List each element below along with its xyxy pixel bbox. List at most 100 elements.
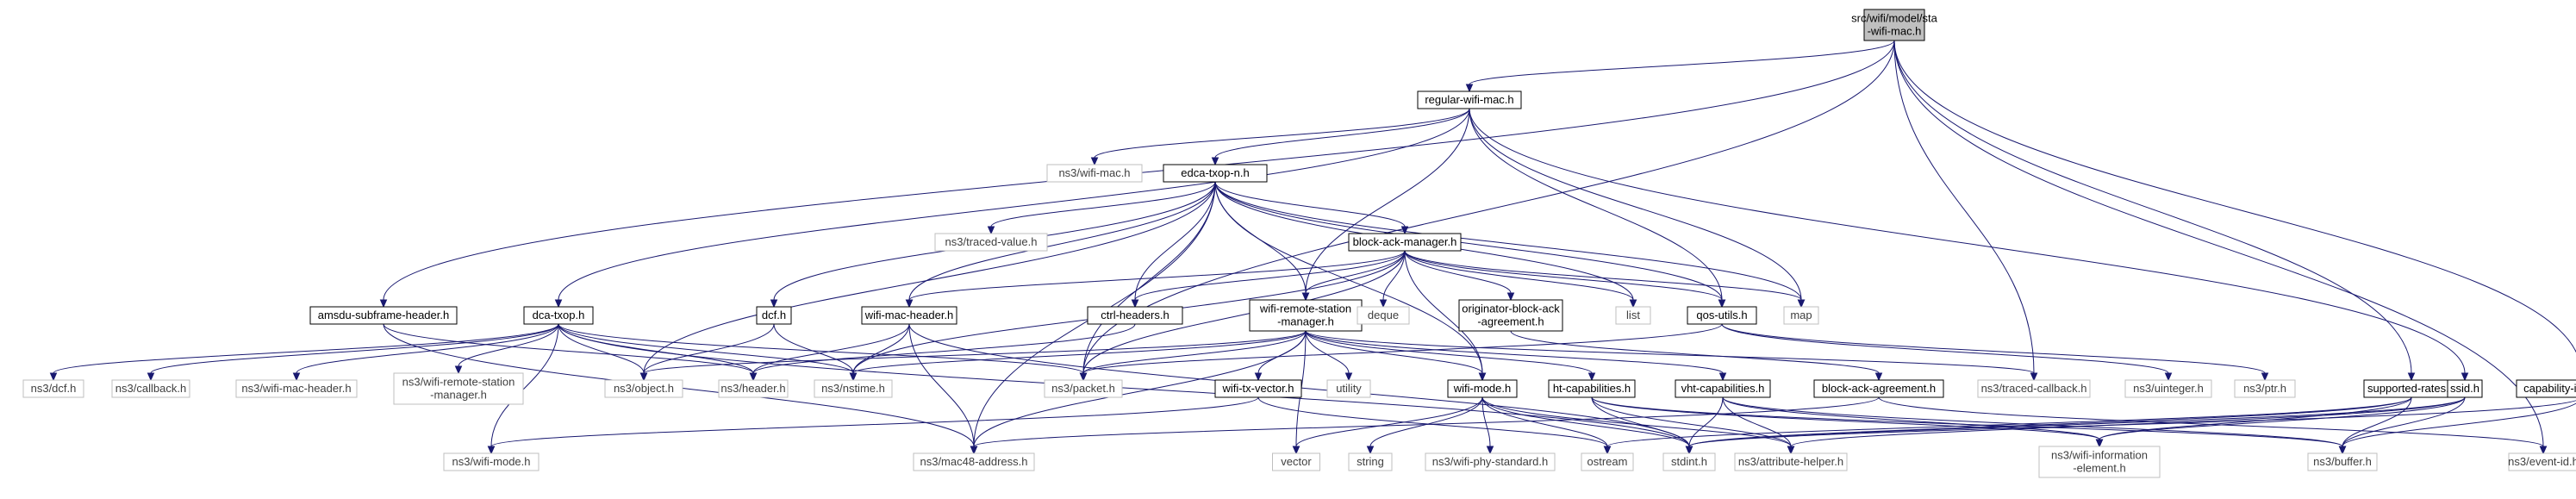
- edge-line: [458, 323, 559, 367]
- edge-line: [1591, 396, 1690, 447]
- node-ns3wrsm: ns3/wifi-remote-station-manager.h: [393, 372, 524, 405]
- node-box: [1813, 379, 1944, 398]
- node-packet: ns3/packet.h: [1044, 379, 1123, 398]
- edge-line: [1382, 250, 1406, 301]
- arrowhead: [2461, 372, 2469, 382]
- edge-wifimode-to-wps: [1481, 396, 1494, 455]
- node-map: map: [1783, 306, 1819, 325]
- node-box: [1675, 379, 1771, 398]
- edge-line: [1082, 181, 1216, 374]
- edge-line: [1722, 396, 1792, 447]
- arrowhead: [639, 372, 648, 382]
- edge-line: [383, 323, 754, 374]
- node-wifimode[interactable]: wifi-mode.h: [1447, 379, 1518, 398]
- node-box: [1357, 306, 1410, 325]
- edge-dcatxop-to-ns3wmh: [292, 323, 559, 382]
- edge-line: [1893, 40, 2035, 374]
- node-root[interactable]: src/wifi/model/sta-wifi-mac.h: [1851, 9, 1938, 41]
- edge-line: [1893, 40, 2576, 354]
- node-ns3wmh: ns3/wifi-mac-header.h: [235, 379, 358, 398]
- edge-line: [2342, 396, 2412, 447]
- edge-line: [973, 396, 1880, 447]
- arrowhead: [1090, 157, 1099, 166]
- node-box: [1687, 306, 1757, 325]
- node-label: string: [1357, 455, 1384, 468]
- node-label: supported-rates.h: [2367, 382, 2455, 395]
- node-wmh[interactable]: wifi-mac-header.h: [861, 306, 957, 325]
- node-wie: ns3/wifi-information-element.h: [2038, 446, 2161, 478]
- edge-edca-to-qos: [1214, 181, 1726, 309]
- node-label: deque: [1368, 309, 1399, 321]
- edge-line: [908, 250, 1406, 301]
- edge-line: [1214, 181, 1802, 301]
- edge-line: [643, 181, 1216, 374]
- node-wtv[interactable]: wifi-tx-vector.h: [1214, 379, 1302, 398]
- node-capinfo[interactable]: capability-information.h: [2516, 379, 2576, 398]
- edge-bam-to-wrsm: [1301, 250, 1406, 302]
- node-box: [1734, 452, 1848, 471]
- node-box: [2447, 379, 2483, 398]
- node-label: ns3/traced-callback.h: [1981, 382, 2087, 395]
- edge-root-to-suprates: [1893, 40, 2416, 382]
- node-box: [2038, 446, 2161, 478]
- node-label: vector: [1281, 455, 1312, 468]
- node-dcatxop[interactable]: dca-txop.h: [523, 306, 594, 325]
- edge-ssid-to-wie: [2095, 396, 2466, 448]
- edge-line: [2342, 402, 2576, 447]
- node-regular[interactable]: regular-wifi-mac.h: [1417, 90, 1522, 109]
- node-dcf[interactable]: dcf.h: [756, 306, 792, 325]
- arrowhead: [770, 299, 778, 309]
- edge-line: [990, 181, 1216, 228]
- edge-line: [558, 323, 854, 374]
- edge-dcatxop-to-ns3dcf: [49, 323, 559, 382]
- node-label: ns3/wifi-information: [2051, 449, 2148, 462]
- node-label: wifi-mode.h: [1453, 382, 1511, 395]
- node-box: [22, 379, 84, 398]
- node-amsdu[interactable]: amsdu-subframe-header.h: [309, 306, 458, 325]
- arrowhead: [2539, 446, 2548, 455]
- node-wrsm[interactable]: wifi-remote-station-manager.h: [1249, 299, 1363, 332]
- node-oba[interactable]: originator-block-ack-agreement.h: [1458, 299, 1563, 332]
- node-label: vht-capabilities.h: [1681, 382, 1765, 395]
- node-label: utility: [1336, 382, 1362, 395]
- edge-wrsm-to-htcap: [1305, 330, 1596, 382]
- node-label: src/wifi/model/sta: [1851, 12, 1937, 25]
- edge-htcap-to-wie: [1591, 396, 2104, 448]
- edge-line: [908, 323, 975, 447]
- node-ctrl[interactable]: ctrl-headers.h: [1087, 306, 1183, 325]
- node-label: list: [1626, 309, 1640, 321]
- node-bam[interactable]: block-ack-manager.h: [1348, 233, 1462, 252]
- arrowhead: [849, 372, 858, 382]
- node-edca[interactable]: edca-txop-n.h: [1163, 164, 1268, 183]
- edge-line: [1305, 330, 1483, 374]
- node-label: amsdu-subframe-header.h: [318, 309, 449, 321]
- edge-wrsm-to-tracedcb: [1305, 330, 2038, 382]
- node-utility: utility: [1326, 379, 1371, 398]
- node-label: regular-wifi-mac.h: [1425, 93, 1513, 106]
- arrowhead: [1685, 446, 1693, 455]
- arrowhead: [2338, 446, 2347, 455]
- edge-line: [2099, 396, 2412, 440]
- edge-line: [752, 323, 910, 374]
- edge-line: [1469, 40, 1895, 85]
- arrowhead: [1478, 372, 1487, 382]
- node-htcap[interactable]: ht-capabilities.h: [1548, 379, 1636, 398]
- node-vhtcap[interactable]: vht-capabilities.h: [1675, 379, 1771, 398]
- node-ns3wifimode: ns3/wifi-mode.h: [443, 452, 540, 471]
- edge-line: [1481, 396, 1608, 447]
- node-suprates[interactable]: supported-rates.h: [2363, 379, 2460, 398]
- node-baa[interactable]: block-ack-agreement.h: [1813, 379, 1944, 398]
- edge-dcatxop-to-callback: [147, 323, 559, 382]
- node-qos[interactable]: qos-utils.h: [1687, 306, 1757, 325]
- node-box: [934, 233, 1048, 252]
- arrowhead: [1400, 226, 1409, 235]
- node-ssid[interactable]: ssid.h: [2447, 379, 2483, 398]
- edge-line: [1305, 330, 1724, 374]
- node-label: ns3/wifi-mode.h: [452, 455, 530, 468]
- edge-line: [1591, 396, 1792, 447]
- node-label: ctrl-headers.h: [1101, 309, 1169, 321]
- arrowhead: [1079, 372, 1088, 382]
- arrowhead: [749, 372, 758, 382]
- edge-line: [1305, 330, 1593, 374]
- arrowhead: [1718, 372, 1727, 382]
